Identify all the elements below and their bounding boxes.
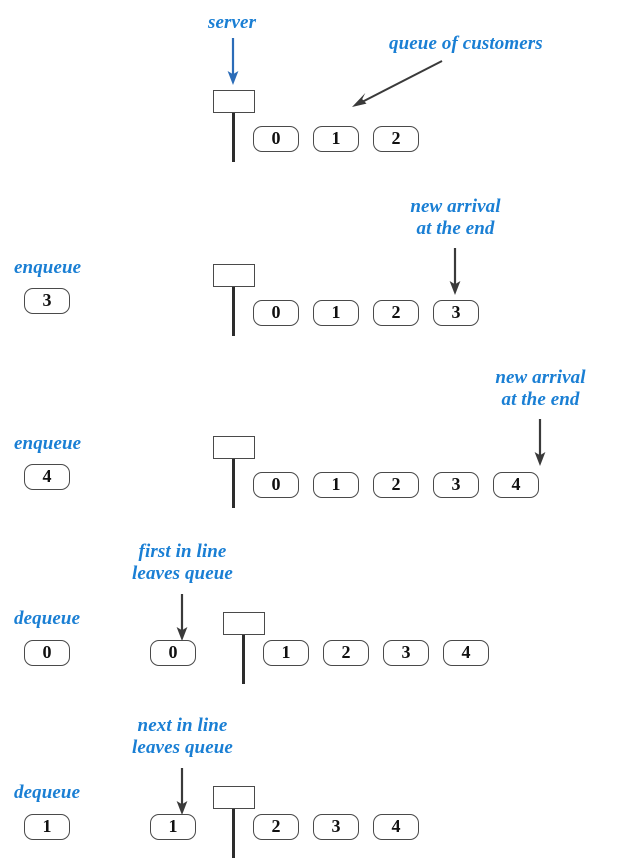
next-in-line-label-line2: leaves queue — [132, 737, 233, 758]
arrow-down-icon — [449, 248, 461, 295]
queue-item-box[interactable]: 1 — [263, 640, 309, 666]
server-head — [213, 264, 255, 287]
server-post — [232, 113, 235, 162]
new-arrival-label-line2: at the end — [501, 389, 580, 410]
operation-value-box[interactable]: 4 — [24, 464, 70, 490]
enqueue-label: enqueue — [14, 433, 82, 454]
new-arrival-label-line1: new arrival — [495, 367, 586, 388]
server-post — [232, 459, 235, 508]
queue-item-box[interactable]: 0 — [253, 300, 299, 326]
queue-item-box[interactable]: 3 — [433, 300, 479, 326]
queue-item-box[interactable]: 3 — [433, 472, 479, 498]
arrow-down-icon — [176, 768, 188, 815]
first-in-line-label-line1: first in line — [138, 541, 227, 562]
dequeue-label: dequeue — [14, 782, 81, 803]
next-in-line-label-line1: next in line — [137, 715, 228, 736]
dequeue-label: dequeue — [14, 608, 81, 629]
queue-item-box[interactable]: 3 — [383, 640, 429, 666]
server-head — [223, 612, 265, 635]
arrow-down-icon — [176, 594, 188, 641]
first-in-line-label-line2: leaves queue — [132, 563, 233, 584]
queue-item-box[interactable]: 4 — [443, 640, 489, 666]
arrow-diagonal-down-left-icon — [352, 60, 443, 107]
server-post — [232, 287, 235, 336]
enqueue-label: enqueue — [14, 257, 82, 278]
server-head — [213, 436, 255, 459]
new-arrival-label-line1: new arrival — [410, 196, 501, 217]
server-label: server — [208, 12, 257, 33]
queue-item-box[interactable]: 1 — [313, 300, 359, 326]
queue-item-box[interactable]: 2 — [323, 640, 369, 666]
queue-item-box[interactable]: 2 — [373, 126, 419, 152]
server-head — [213, 90, 255, 113]
arrow-down-icon — [227, 38, 239, 85]
server-post — [232, 809, 235, 858]
server-head — [213, 786, 255, 809]
queue-item-box[interactable]: 3 — [313, 814, 359, 840]
queue-of-customers-label: queue of customers — [389, 33, 543, 54]
leaving-item-box[interactable]: 1 — [150, 814, 196, 840]
operation-value-box[interactable]: 3 — [24, 288, 70, 314]
new-arrival-label-line2: at the end — [416, 218, 495, 239]
leaving-item-box[interactable]: 0 — [150, 640, 196, 666]
operation-value-box[interactable]: 1 — [24, 814, 70, 840]
queue-item-box[interactable]: 2 — [373, 472, 419, 498]
queue-item-box[interactable]: 2 — [373, 300, 419, 326]
queue-item-box[interactable]: 4 — [373, 814, 419, 840]
queue-item-box[interactable]: 4 — [493, 472, 539, 498]
queue-item-box[interactable]: 2 — [253, 814, 299, 840]
queue-item-box[interactable]: 1 — [313, 126, 359, 152]
queue-item-box[interactable]: 0 — [253, 126, 299, 152]
server-post — [242, 635, 245, 684]
queue-item-box[interactable]: 1 — [313, 472, 359, 498]
arrow-down-icon — [534, 419, 546, 466]
queue-item-box[interactable]: 0 — [253, 472, 299, 498]
operation-value-box[interactable]: 0 — [24, 640, 70, 666]
